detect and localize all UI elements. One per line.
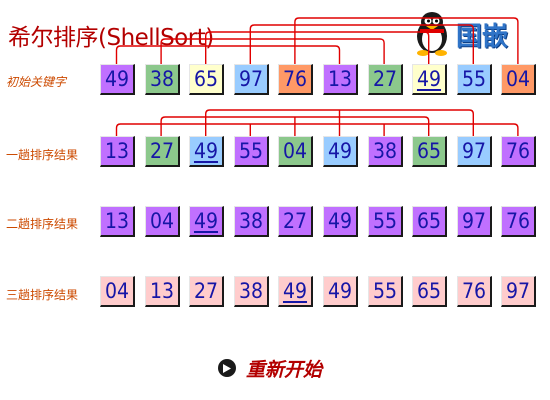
- key-cell: 38: [368, 136, 403, 167]
- key-value: 55: [461, 67, 487, 91]
- key-value: 97: [461, 209, 487, 233]
- key-cell: 76: [501, 206, 536, 237]
- key-value: 76: [505, 209, 531, 233]
- key-value: 76: [505, 139, 531, 163]
- key-cell: 04: [145, 206, 180, 237]
- key-value: 65: [416, 209, 442, 233]
- key-value: 65: [416, 279, 442, 303]
- key-value: 04: [104, 279, 130, 303]
- key-value: 04: [282, 139, 308, 163]
- key-value: 97: [505, 279, 531, 303]
- key-value: 97: [238, 67, 264, 91]
- key-cell: 49: [278, 276, 313, 307]
- key-cell: 49: [412, 64, 447, 95]
- key-cell: 49: [323, 206, 358, 237]
- key-cell: 38: [234, 206, 269, 237]
- key-value: 38: [238, 279, 264, 303]
- key-cell: 38: [234, 276, 269, 307]
- key-cell: 97: [501, 276, 536, 307]
- key-value: 65: [416, 139, 442, 163]
- key-value: 49: [282, 279, 308, 303]
- key-value: 38: [238, 209, 264, 233]
- key-value: 27: [193, 279, 219, 303]
- key-cell: 13: [323, 64, 358, 95]
- key-value: 49: [104, 67, 130, 91]
- key-cell: 27: [278, 206, 313, 237]
- key-cell: 49: [189, 206, 224, 237]
- key-cell: 65: [412, 276, 447, 307]
- restart-button[interactable]: 重新开始: [218, 356, 323, 381]
- key-cell: 76: [457, 276, 492, 307]
- key-value: 27: [372, 67, 398, 91]
- key-cell: 97: [234, 64, 269, 95]
- gap-arc: [205, 31, 430, 64]
- row-label: 初始关键字: [6, 75, 67, 89]
- key-cell: 55: [368, 276, 403, 307]
- key-value: 49: [193, 139, 219, 163]
- key-value: 27: [282, 209, 308, 233]
- key-value: 49: [327, 209, 353, 233]
- key-cell: 04: [100, 276, 135, 307]
- key-value: 13: [104, 209, 130, 233]
- row-label: 一趟排序结果: [6, 148, 79, 162]
- restart-label: 重新开始: [246, 358, 323, 381]
- key-cell: 49: [323, 276, 358, 307]
- key-value: 04: [505, 67, 531, 91]
- key-cell: 13: [100, 136, 135, 167]
- key-cell: 49: [323, 136, 358, 167]
- key-value: 65: [193, 67, 219, 91]
- key-cell: 27: [189, 276, 224, 307]
- key-cell: 49: [189, 136, 224, 167]
- key-value: 49: [327, 139, 353, 163]
- key-value: 13: [104, 139, 130, 163]
- key-value: 76: [461, 279, 487, 303]
- key-cell: 97: [457, 136, 492, 167]
- row-label: 三趟排序结果: [6, 288, 79, 302]
- key-value: 55: [372, 279, 398, 303]
- key-cell: 49: [100, 64, 135, 95]
- key-value: 76: [282, 67, 308, 91]
- key-cell: 13: [145, 276, 180, 307]
- key-cell: 55: [234, 136, 269, 167]
- row-label: 二趟排序结果: [6, 217, 79, 231]
- key-cell: 27: [368, 64, 403, 95]
- key-cell: 76: [501, 136, 536, 167]
- key-value: 27: [149, 139, 175, 163]
- key-value: 13: [149, 279, 175, 303]
- key-cell: 55: [368, 206, 403, 237]
- key-cell: 27: [145, 136, 180, 167]
- key-cell: 76: [278, 64, 313, 95]
- key-cell: 97: [457, 206, 492, 237]
- gap-arc: [294, 17, 519, 64]
- key-value: 38: [372, 139, 398, 163]
- key-cell: 04: [501, 64, 536, 95]
- gap-arc: [249, 24, 474, 64]
- key-value: 04: [149, 209, 175, 233]
- key-value: 38: [149, 67, 175, 91]
- key-cell: 65: [412, 136, 447, 167]
- gap-arc: [115, 123, 519, 136]
- key-cell: 13: [100, 206, 135, 237]
- key-cell: 65: [189, 64, 224, 95]
- key-value: 49: [327, 279, 353, 303]
- key-cell: 04: [278, 136, 313, 167]
- key-value: 55: [372, 209, 398, 233]
- key-cell: 55: [457, 64, 492, 95]
- key-value: 49: [193, 209, 219, 233]
- key-value: 13: [327, 67, 353, 91]
- key-value: 97: [461, 139, 487, 163]
- play-circle-icon: [218, 359, 236, 377]
- key-value: 49: [416, 67, 442, 91]
- logo-text: 国嵌: [456, 22, 509, 52]
- key-value: 55: [238, 139, 264, 163]
- key-cell: 65: [412, 206, 447, 237]
- gap-arc: [160, 38, 385, 64]
- key-cell: 38: [145, 64, 180, 95]
- gap-arc: [115, 45, 341, 64]
